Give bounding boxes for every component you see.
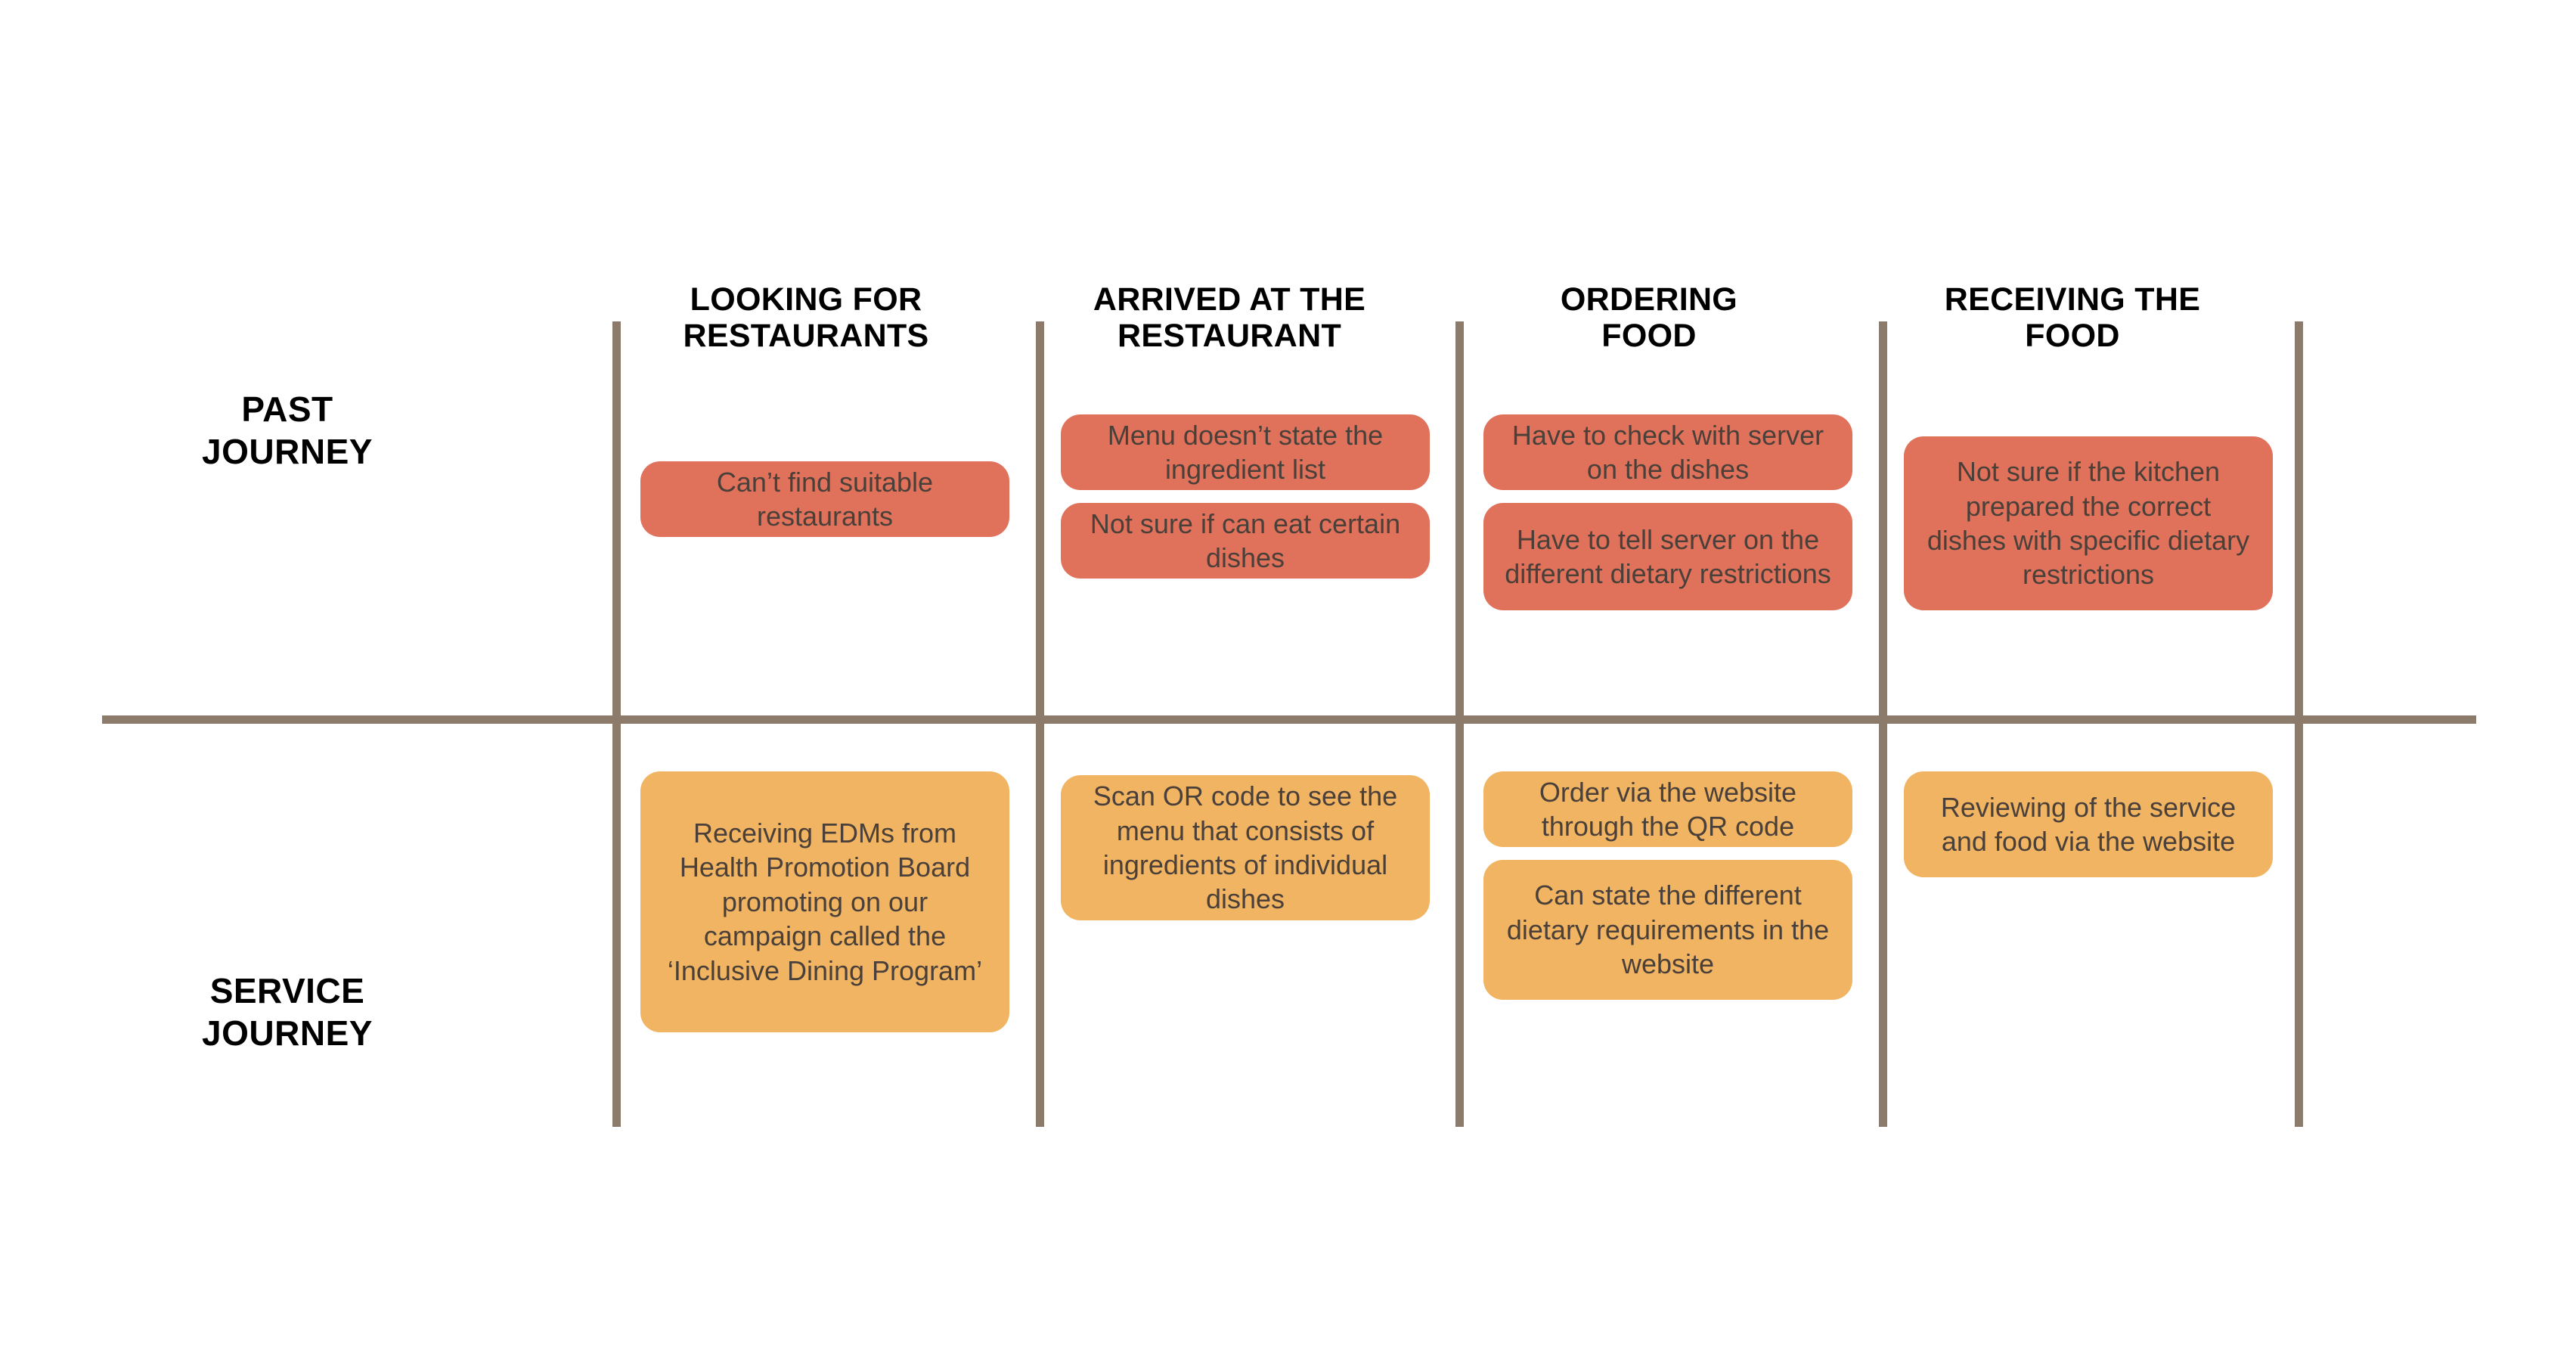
row-label-past-line1: PAST [241, 389, 333, 429]
service-card[interactable]: Scan OR code to see the menu that consis… [1061, 775, 1430, 920]
stage-header-1-line1: LOOKING FOR [690, 281, 922, 318]
stage-header-2-line2: RESTAURANT [1117, 318, 1342, 355]
row-divider [102, 715, 2476, 724]
column-divider-2 [1036, 321, 1044, 1127]
pain-point-card[interactable]: Not sure if can eat certain dishes [1061, 503, 1430, 579]
column-divider-4 [1879, 321, 1887, 1127]
column-divider-1 [612, 321, 621, 1127]
service-card[interactable]: Can state the different dietary requirem… [1483, 860, 1852, 1000]
service-journey-stage-4-cell: Reviewing of the service and food via th… [1904, 724, 2273, 1127]
past-journey-stage-3-cell: Have to check with server on the dishes … [1483, 321, 1852, 715]
pain-point-card[interactable]: Have to check with server on the dishes [1483, 414, 1852, 490]
stage-header-receiving-the-food: RECEIVING THE FOOD [1888, 281, 2257, 354]
stage-header-1-line2: RESTAURANTS [683, 318, 929, 355]
row-label-past-journey: PAST JOURNEY [91, 388, 484, 473]
service-journey-stage-3-cell: Order via the website through the QR cod… [1483, 724, 1852, 1127]
row-label-service-journey: SERVICE JOURNEY [91, 970, 484, 1054]
stage-header-ordering-food: ORDERING FOOD [1465, 281, 1834, 354]
column-divider-5 [2295, 321, 2303, 1127]
service-card[interactable]: Order via the website through the QR cod… [1483, 771, 1852, 847]
pain-point-card[interactable]: Menu doesn’t state the ingredient list [1061, 414, 1430, 490]
service-card[interactable]: Receiving EDMs from Health Promotion Boa… [640, 771, 1009, 1032]
stage-header-arrived-at-the-restaurant: ARRIVED AT THE RESTAURANT [1045, 281, 1414, 354]
past-journey-stage-4-cell: Not sure if the kitchen prepared the cor… [1904, 321, 2273, 715]
row-label-past-line2: JOURNEY [202, 432, 373, 472]
pain-point-card[interactable]: Not sure if the kitchen prepared the cor… [1904, 436, 2273, 610]
stage-header-3-line1: ORDERING [1560, 281, 1738, 318]
service-journey-stage-1-cell: Receiving EDMs from Health Promotion Boa… [640, 724, 1009, 1127]
stage-header-3-line2: FOOD [1601, 318, 1697, 355]
stage-header-4-line2: FOOD [2025, 318, 2120, 355]
past-journey-stage-2-cell: Menu doesn’t state the ingredient list N… [1061, 321, 1430, 715]
past-journey-stage-1-cell: Can’t find suitable restaurants [640, 321, 1009, 715]
column-divider-3 [1455, 321, 1464, 1127]
service-journey-stage-2-cell: Scan OR code to see the menu that consis… [1061, 724, 1430, 1127]
pain-point-card[interactable]: Have to tell server on the different die… [1483, 503, 1852, 610]
row-label-service-line2: JOURNEY [202, 1013, 373, 1053]
row-label-service-line1: SERVICE [209, 971, 365, 1010]
stage-header-4-line1: RECEIVING THE [1944, 281, 2201, 318]
stage-header-looking-for-restaurants: LOOKING FOR RESTAURANTS [622, 281, 990, 354]
pain-point-card[interactable]: Can’t find suitable restaurants [640, 461, 1009, 537]
service-card[interactable]: Reviewing of the service and food via th… [1904, 771, 2273, 877]
stage-header-2-line1: ARRIVED AT THE [1093, 281, 1366, 318]
